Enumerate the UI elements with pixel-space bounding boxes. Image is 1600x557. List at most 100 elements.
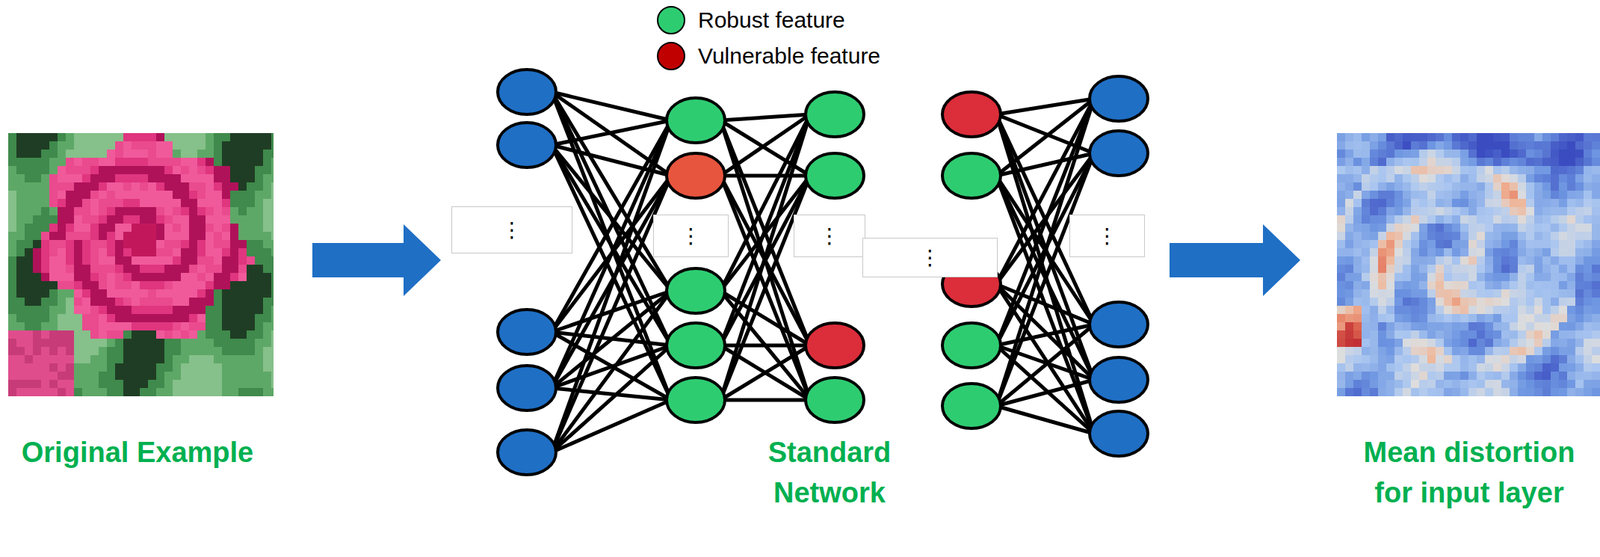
shape bbox=[1435, 330, 1444, 339]
shape bbox=[1509, 149, 1518, 158]
shape bbox=[1394, 215, 1403, 224]
shape bbox=[131, 231, 140, 240]
shape bbox=[1476, 198, 1485, 208]
shape bbox=[57, 322, 66, 331]
shape bbox=[164, 149, 173, 158]
shape bbox=[57, 215, 66, 224]
shape bbox=[1452, 379, 1461, 388]
shape bbox=[123, 198, 132, 208]
shape bbox=[156, 223, 165, 232]
shape bbox=[271, 363, 274, 372]
shape bbox=[238, 248, 247, 257]
shape bbox=[1361, 297, 1370, 306]
shape bbox=[82, 149, 91, 158]
shape bbox=[90, 330, 99, 339]
shape bbox=[156, 346, 165, 355]
shape bbox=[238, 346, 247, 355]
shape bbox=[271, 330, 274, 339]
shape bbox=[1402, 313, 1411, 323]
shape bbox=[164, 190, 173, 199]
shape bbox=[271, 157, 274, 166]
shape bbox=[213, 198, 222, 208]
shape bbox=[1452, 231, 1461, 240]
shape bbox=[1484, 239, 1494, 249]
shape bbox=[164, 239, 173, 249]
shape bbox=[1345, 174, 1354, 183]
shape bbox=[24, 280, 33, 290]
shape bbox=[115, 305, 124, 314]
shape bbox=[123, 174, 132, 183]
shape bbox=[238, 305, 247, 314]
shape bbox=[131, 149, 140, 158]
shape bbox=[1386, 182, 1395, 191]
shape bbox=[147, 371, 157, 380]
shape bbox=[172, 182, 181, 191]
shape bbox=[57, 338, 66, 347]
shape bbox=[197, 207, 206, 216]
shape bbox=[1427, 264, 1436, 273]
shape bbox=[213, 256, 222, 265]
shape bbox=[1542, 149, 1551, 158]
shape bbox=[263, 149, 272, 158]
shape bbox=[16, 338, 25, 347]
shape bbox=[1493, 239, 1502, 249]
shape bbox=[106, 371, 116, 380]
shape bbox=[1542, 174, 1551, 183]
shape bbox=[189, 322, 198, 331]
weight-line bbox=[996, 379, 1095, 406]
shape bbox=[65, 198, 74, 208]
shape bbox=[213, 141, 222, 150]
shape bbox=[156, 239, 165, 249]
shape bbox=[1460, 223, 1469, 232]
shape bbox=[1542, 215, 1551, 224]
shape bbox=[156, 182, 165, 191]
shape bbox=[230, 371, 239, 380]
shape bbox=[1534, 387, 1543, 397]
shape bbox=[73, 190, 83, 199]
shape bbox=[24, 272, 33, 281]
shape bbox=[1493, 322, 1502, 331]
shape bbox=[1369, 182, 1379, 191]
shape bbox=[49, 313, 58, 323]
shape bbox=[1386, 363, 1395, 372]
shape bbox=[205, 387, 214, 397]
shape bbox=[1443, 272, 1453, 281]
shape bbox=[8, 174, 17, 183]
shape bbox=[1452, 305, 1461, 314]
shape bbox=[1345, 264, 1354, 273]
shape bbox=[254, 305, 264, 314]
shape bbox=[147, 363, 157, 372]
shape bbox=[1509, 182, 1518, 191]
shape bbox=[1509, 248, 1518, 257]
shape bbox=[1336, 207, 1346, 216]
shape bbox=[1435, 174, 1444, 183]
shape bbox=[1394, 387, 1403, 397]
shape bbox=[271, 165, 274, 175]
shape bbox=[57, 141, 66, 150]
shape bbox=[180, 354, 190, 364]
shape bbox=[65, 297, 74, 306]
shape bbox=[1419, 182, 1428, 191]
shape bbox=[106, 313, 116, 323]
shape bbox=[1419, 165, 1428, 175]
shape bbox=[1443, 313, 1453, 323]
shape bbox=[205, 264, 214, 273]
shape bbox=[24, 223, 33, 232]
shape bbox=[1394, 371, 1403, 380]
shape bbox=[1435, 322, 1444, 331]
shape bbox=[1468, 149, 1477, 158]
shape bbox=[115, 379, 124, 388]
shape bbox=[49, 305, 58, 314]
shape bbox=[1369, 190, 1379, 199]
shape bbox=[156, 330, 165, 339]
shape bbox=[1386, 313, 1395, 323]
shape bbox=[1378, 313, 1387, 323]
shape bbox=[1443, 141, 1453, 150]
shape bbox=[115, 231, 124, 240]
shape bbox=[73, 141, 83, 150]
shape bbox=[213, 379, 222, 388]
shape bbox=[1501, 239, 1510, 249]
shape bbox=[221, 371, 231, 380]
shape bbox=[180, 239, 190, 249]
shape bbox=[1345, 289, 1354, 298]
